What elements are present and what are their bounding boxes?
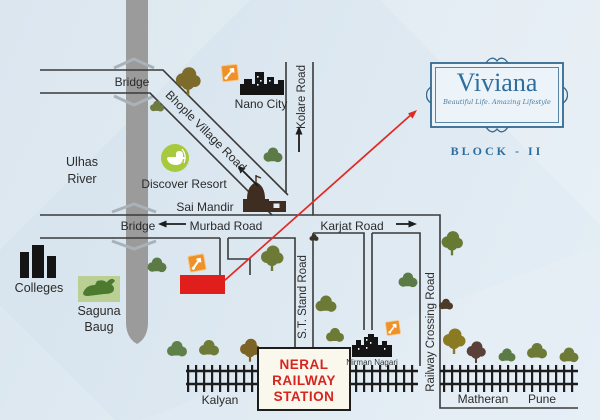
temple-icon — [243, 175, 286, 212]
logo-block-label: BLOCK - II — [450, 144, 544, 158]
label-murbad-road: Murbad Road — [190, 219, 263, 233]
label-discover-resort: Discover Resort — [141, 177, 227, 191]
label-saguna-line2: Baug — [84, 320, 113, 334]
bush-icon — [167, 341, 187, 357]
station-label-line3: STATION — [274, 389, 335, 404]
bush-icon — [147, 257, 167, 273]
bush-icon — [398, 272, 418, 288]
resort-duck-icon — [161, 144, 189, 172]
neral-station-box: NERAL RAILWAY STATION — [257, 347, 351, 411]
label-matheran: Matheran — [458, 392, 509, 406]
label-railway-crossing-road: Railway Crossing Road — [425, 272, 437, 392]
label-kalyan: Kalyan — [202, 393, 239, 407]
railway-track — [186, 365, 578, 392]
label-st-stand-road: S.T. Stand Road — [297, 255, 309, 339]
bush-icon — [326, 327, 344, 342]
station-label-line2: RAILWAY — [272, 373, 336, 388]
label-bridge-bottom: Bridge — [121, 219, 156, 233]
bush-icon — [309, 233, 319, 241]
construction-marker-icon — [384, 319, 402, 337]
road-lines — [40, 62, 578, 409]
label-saguna-line1: Saguna — [77, 304, 120, 318]
label-ulhas-line2: River — [67, 172, 96, 186]
viviana-logo: Viviana Beautiful Life. Amazing Lifestyl… — [426, 56, 568, 140]
label-pune: Pune — [528, 392, 556, 406]
site-location-marker — [180, 275, 225, 294]
site-pointer-arrow — [223, 110, 417, 282]
bush-icon — [199, 340, 219, 356]
construction-marker-icon — [186, 252, 208, 274]
station-label-line1: NERAL — [280, 357, 329, 372]
bush-icon — [439, 298, 453, 310]
nano-city-icon — [240, 72, 284, 95]
crocodile-park-icon — [78, 276, 120, 302]
logo-frame — [426, 57, 568, 133]
label-ulhas-line1: Ulhas — [66, 155, 98, 169]
label-colleges: Colleges — [15, 281, 64, 295]
direction-arrows — [158, 126, 417, 228]
label-kolare-road: Kolare Road — [296, 65, 308, 129]
construction-marker-icon — [220, 63, 240, 83]
logo-name: Viviana — [456, 68, 538, 97]
nirman-nagari-icon — [352, 334, 392, 357]
label-sai-mandir: Sai Mandir — [176, 200, 233, 214]
tree-icon — [261, 245, 284, 271]
ulhas-river-band — [126, 0, 148, 344]
bridge-chevrons — [111, 57, 157, 251]
label-karjat-road: Karjat Road — [320, 219, 383, 233]
colleges-icon — [20, 245, 56, 278]
bush-icon — [150, 100, 164, 112]
label-nirman-nagari: Nirman Nagari — [346, 358, 398, 367]
logo-tagline: Beautiful Life. Amazing Lifestyle — [443, 98, 551, 106]
tree-icon — [175, 67, 201, 96]
bush-icon — [263, 147, 283, 163]
label-bridge-top: Bridge — [115, 75, 150, 89]
bush-icon — [315, 295, 337, 312]
tree-icon — [441, 231, 463, 256]
label-nano-city: Nano City — [235, 97, 288, 111]
